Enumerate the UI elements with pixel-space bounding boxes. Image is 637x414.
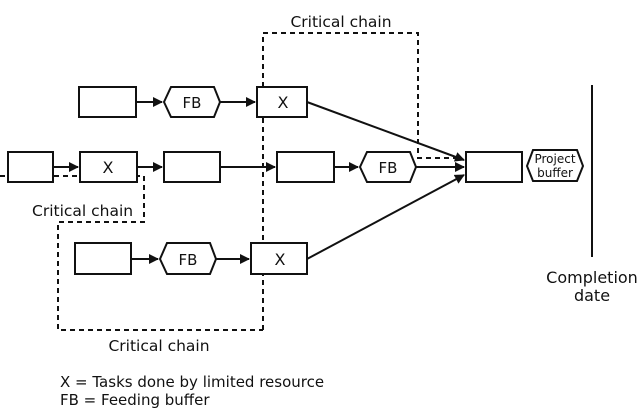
task-box — [276, 151, 335, 183]
arrow-to-final — [306, 174, 465, 260]
feeding-buffer-hexagon — [162, 86, 222, 118]
limited-resource-task-box — [79, 151, 138, 183]
project-buffer-hexagon — [525, 149, 585, 182]
feeding-buffer-label: FB — [379, 159, 398, 177]
task-box — [74, 242, 132, 275]
task-box — [7, 151, 54, 183]
completion-date-label-line2: date — [574, 286, 610, 305]
critical-chain-label-left: Critical chain — [32, 202, 133, 220]
critical-chain-label-top: Critical chain — [290, 13, 391, 31]
critical-chain-path-top — [262, 32, 460, 330]
limited-resource-task-label: X — [103, 158, 114, 177]
task-box — [163, 151, 221, 183]
feeding-buffer-label: FB — [179, 251, 198, 269]
critical-chain-label-bottom: Critical chain — [108, 337, 209, 355]
final-task-box — [465, 151, 523, 183]
feeding-buffer-label: FB — [183, 94, 202, 112]
feeding-buffer-hexagon — [358, 151, 418, 183]
limited-resource-task-label: X — [275, 250, 286, 269]
completion-date-label-line1: Completion — [546, 268, 637, 287]
arrow-to-final — [306, 101, 465, 162]
legend-x-definition: X = Tasks done by limited resource — [60, 373, 324, 391]
limited-resource-task-box — [250, 242, 308, 275]
project-buffer-label-line2: buffer — [537, 166, 573, 180]
project-buffer-label-line1: Project — [534, 152, 575, 166]
task-box — [78, 86, 137, 118]
legend-fb-definition: FB = Feeding buffer — [60, 391, 210, 409]
limited-resource-task-label: X — [278, 93, 289, 112]
feeding-buffer-hexagon — [158, 242, 218, 275]
